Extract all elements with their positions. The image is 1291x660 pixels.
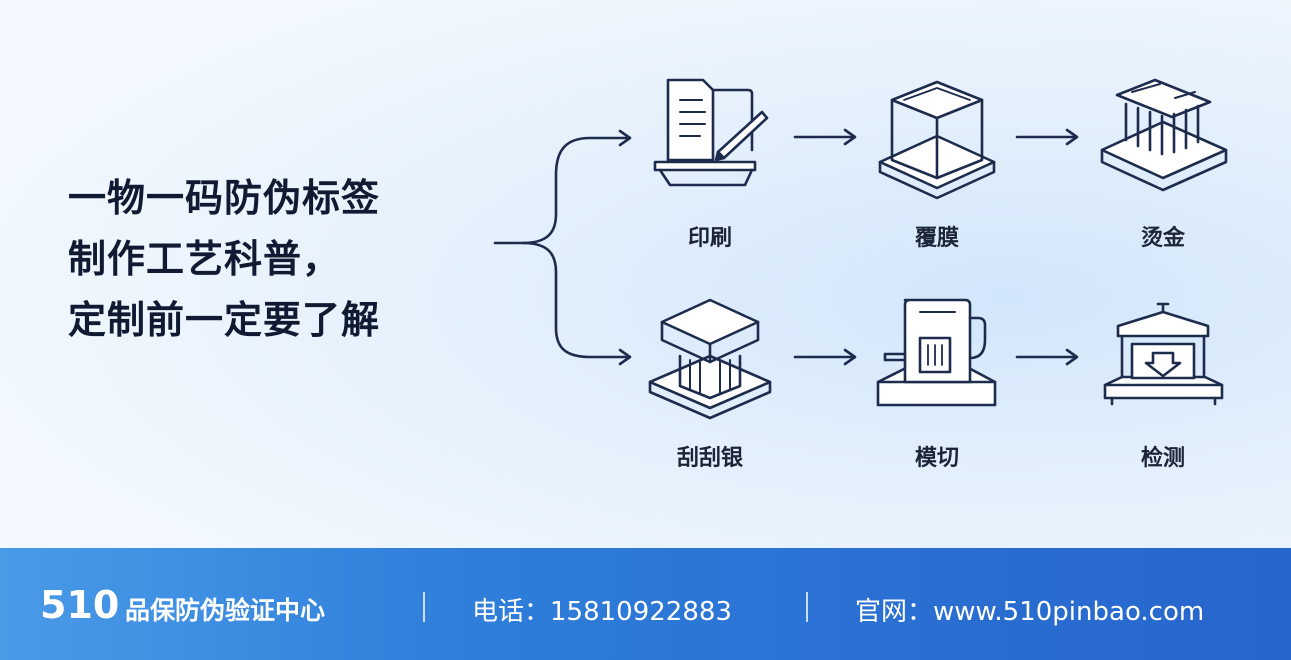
step-label-printing: 印刷 xyxy=(687,226,732,251)
title-line-2: 制作工艺科普， xyxy=(68,237,342,281)
step-label-scratch-silver: 刮刮银 xyxy=(676,446,743,471)
step-arrow xyxy=(793,128,857,146)
step-label-hot-stamping: 烫金 xyxy=(1140,226,1185,251)
laminating-icon xyxy=(878,80,996,200)
hot-stamping-icon xyxy=(1100,78,1228,192)
brand-name: 品保防伪验证中心 xyxy=(125,596,326,625)
process-flow-diagram xyxy=(493,78,1228,420)
step-arrow xyxy=(1015,348,1079,366)
footer-divider xyxy=(806,592,808,622)
inspection-icon xyxy=(1103,302,1224,406)
title-line-3: 定制前一定要了解 xyxy=(68,298,381,342)
brand-number: 510 xyxy=(40,583,120,627)
website-link[interactable]: 官网：www.510pinbao.com xyxy=(855,597,1205,627)
step-label-die-cutting: 模切 xyxy=(914,446,959,471)
footer-bar: 510 品保防伪验证中心 电话：15810922883 官网：www.510pi… xyxy=(0,548,1291,660)
title-line-1: 一物一码防伪标签 xyxy=(68,176,381,220)
die-cutting-icon xyxy=(876,298,997,407)
page-title: 一物一码防伪标签 制作工艺科普， 定制前一定要了解 xyxy=(68,168,380,351)
phone-number: 电话：15810922883 xyxy=(472,597,732,627)
step-label-inspection: 检测 xyxy=(1140,446,1185,471)
printing-icon xyxy=(653,78,769,187)
step-arrow xyxy=(1015,128,1079,146)
footer-divider xyxy=(423,592,425,622)
branch-connector xyxy=(493,129,632,366)
step-label-laminating: 覆膜 xyxy=(914,226,959,251)
scratch-silver-icon xyxy=(648,298,772,420)
step-arrow xyxy=(793,348,857,366)
